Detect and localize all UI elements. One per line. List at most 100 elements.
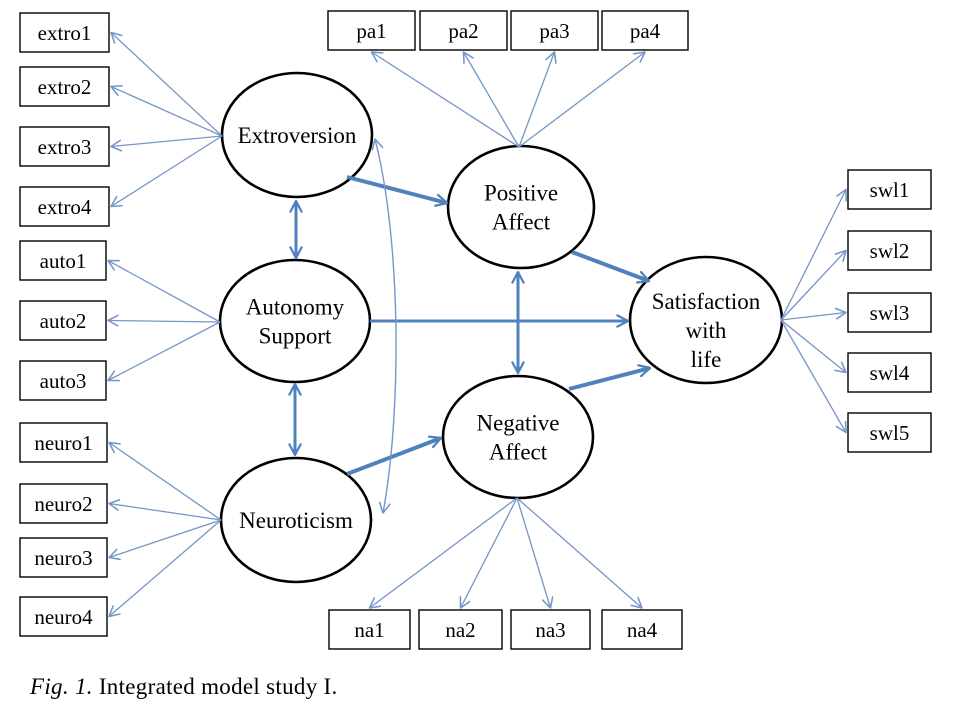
figure-caption-number: Fig. 1. [30,674,93,699]
loading-arrow-auto2 [107,314,221,327]
indicator-box-extro4 [19,186,110,227]
loading-arrow-auto1 [107,259,221,323]
indicator-label-neuro4: neuro4 [34,605,93,629]
latent-ellipse-negative-affect [441,374,595,500]
indicator-pa2: pa2 [419,10,508,51]
indicator-label-swl2: swl2 [870,239,910,263]
indicator-swl3: swl3 [847,292,932,333]
latent-ellipse-positive-affect [446,144,596,270]
loading-arrow-pa4 [518,51,646,148]
indicator-auto1: auto1 [19,240,107,281]
indicator-box-na4 [601,609,683,650]
covariance-extroversion-neuroticism [371,138,397,514]
figure-caption-text: Integrated model study I. [92,674,338,699]
loading-arrow-swl4 [780,319,847,374]
loading-arrow-pa2 [462,51,520,148]
indicator-swl2: swl2 [847,230,932,271]
edge-layer [107,31,848,618]
indicator-box-swl1 [847,169,932,210]
indicator-pa3: pa3 [510,10,599,51]
indicator-swl4: swl4 [847,352,932,393]
indicator-extro2: extro2 [19,66,110,107]
path-extroversion-to-positive-affect [346,175,449,207]
path-negative-affect-to-satisfaction [568,364,652,391]
indicator-label-pa1: pa1 [356,19,386,43]
latent-neuroticism: Neuroticism [219,456,373,584]
indicator-extro3: extro3 [19,126,110,167]
loading-arrow-pa1 [370,51,520,148]
latent-ellipse-extroversion [220,71,374,199]
latent-extroversion: Extroversion [220,71,374,199]
loading-arrow-extro4 [110,135,223,208]
indicator-box-pa1 [327,10,416,51]
loading-arrow-extro3 [110,135,223,152]
indicator-label-extro3: extro3 [38,135,92,159]
indicator-box-auto2 [19,300,107,341]
loading-arrow-extro1 [110,31,223,137]
indicator-label-pa3: pa3 [539,19,569,43]
indicator-neuro1: neuro1 [19,422,108,463]
indicator-pa1: pa1 [327,10,416,51]
indicator-neuro3: neuro3 [19,537,108,578]
indicator-box-auto1 [19,240,107,281]
loading-arrow-extro2 [110,84,223,137]
indicator-na4: na4 [601,609,683,650]
loading-arrow-swl3 [780,307,847,321]
indicator-na2: na2 [418,609,503,650]
indicator-box-extro1 [19,12,110,53]
indicator-label-extro2: extro2 [38,75,92,99]
indicator-box-pa3 [510,10,599,51]
latent-label-neuroticism: Neuroticism [239,508,353,533]
indicator-swl5: swl5 [847,412,932,453]
indicator-label-neuro3: neuro3 [34,546,92,570]
indicator-label-swl3: swl3 [870,301,910,325]
loading-arrow-na3 [516,497,554,609]
indicator-box-swl3 [847,292,932,333]
loading-arrow-neuro1 [108,441,222,521]
loading-arrow-swl5 [780,319,847,434]
indicator-label-swl5: swl5 [870,421,910,445]
indicator-box-na2 [418,609,503,650]
loading-arrow-swl2 [780,249,847,321]
indicator-box-neuro3 [19,537,108,578]
figure-caption: Fig. 1. Integrated model study I. [30,674,338,700]
indicator-neuro2: neuro2 [19,483,108,524]
latent-ellipse-autonomy-support [218,258,372,384]
indicator-extro1: extro1 [19,12,110,53]
loading-arrow-neuro3 [108,519,222,561]
indicator-auto2: auto2 [19,300,107,341]
path-neuroticism-to-negative-affect [346,435,443,476]
loading-arrow-na2 [459,497,518,609]
indicator-neuro4: neuro4 [19,596,108,637]
indicator-label-extro4: extro4 [38,195,92,219]
indicator-label-na2: na2 [445,618,475,642]
indicator-na1: na1 [328,609,411,650]
loading-arrow-neuro4 [108,519,222,618]
loading-arrow-neuro2 [108,499,222,521]
indicator-box-extro2 [19,66,110,107]
indicator-box-pa2 [419,10,508,51]
loading-arrow-pa3 [518,51,557,148]
loading-arrow-na1 [368,497,518,609]
indicator-box-neuro2 [19,483,108,524]
indicator-extro4: extro4 [19,186,110,227]
indicator-box-swl5 [847,412,932,453]
indicator-box-auto3 [19,360,107,401]
indicator-label-na4: na4 [627,618,658,642]
indicator-label-pa4: pa4 [630,19,661,43]
indicator-box-na3 [510,609,591,650]
indicator-label-auto1: auto1 [40,249,87,273]
loading-arrow-swl1 [780,188,848,321]
indicator-box-extro3 [19,126,110,167]
loading-arrow-auto3 [107,321,221,382]
